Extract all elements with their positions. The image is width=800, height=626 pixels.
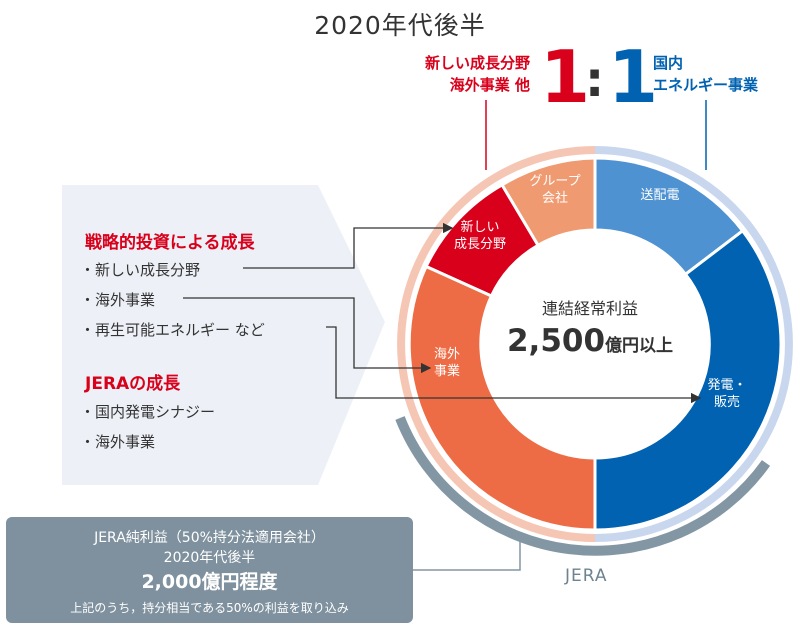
net-profit-period: 2020年代後半 bbox=[163, 550, 256, 566]
new-business-label: 新しい成長分野 海外事業 他 bbox=[425, 52, 530, 96]
segment-label-new-growth-line-1: 新しい bbox=[460, 220, 500, 235]
jera-ring-label: JERA bbox=[565, 566, 608, 586]
segment-label-generation-line-2: 販売 bbox=[713, 395, 740, 410]
jera-growth-heading: JERAの成長 bbox=[85, 374, 181, 394]
connector-new-growth bbox=[243, 222, 454, 269]
ratio-colon: : bbox=[585, 52, 605, 108]
domestic-energy-label: 国内 エネルギー事業 bbox=[653, 52, 758, 96]
domestic-line-1: 国内 bbox=[653, 54, 684, 72]
segment-label-transmission-line-1: 送配電 bbox=[640, 188, 680, 203]
item-jera-overseas: ・海外事業 bbox=[80, 433, 156, 451]
segment-label-transmission: 送配電 bbox=[620, 187, 700, 204]
outer-ring-new-business bbox=[397, 146, 596, 542]
segment-label-group: グループ 会社 bbox=[520, 173, 590, 207]
consolidated-profit-title: 連結経常利益 bbox=[541, 299, 638, 318]
segment-label-overseas-line-2: 事業 bbox=[433, 364, 460, 379]
consolidated-profit-value: 2,500億円以上 bbox=[470, 323, 710, 359]
ratio-left: 1 bbox=[540, 35, 591, 119]
donut-segment-new-growth bbox=[424, 182, 541, 298]
segment-label-new-growth-line-2: 成長分野 bbox=[453, 237, 506, 252]
consolidated-profit-unit: 億円以上 bbox=[605, 336, 674, 356]
segment-label-new-growth: 新しい 成長分野 bbox=[440, 219, 520, 253]
connector-overseas bbox=[183, 297, 432, 374]
donut-segment-overseas bbox=[407, 264, 597, 532]
segment-label-group-line-1: グループ bbox=[529, 174, 581, 189]
new-business-line-2: 海外事業 他 bbox=[449, 76, 530, 94]
strategic-investment-heading: 戦略的投資による成長 bbox=[85, 233, 255, 253]
consolidated-profit-number: 2,500 bbox=[506, 323, 606, 359]
item-renewable-energy: ・再生可能エネルギー など bbox=[80, 321, 265, 339]
strategy-panel-background bbox=[62, 185, 385, 485]
domestic-line-2: エネルギー事業 bbox=[653, 76, 759, 94]
ratio-right: 1 bbox=[608, 35, 659, 119]
segment-label-group-line-2: 会社 bbox=[541, 191, 568, 206]
era-title: 2020年代後半 bbox=[314, 11, 486, 40]
segment-label-generation: 発電・ 販売 bbox=[692, 377, 762, 411]
connector-net-profit bbox=[413, 540, 521, 571]
segment-label-overseas: 海外 事業 bbox=[412, 346, 482, 380]
segment-label-generation-line-1: 発電・ bbox=[707, 378, 747, 393]
connector-renewable bbox=[326, 326, 702, 404]
item-overseas-business: ・海外事業 bbox=[80, 291, 156, 309]
outer-ring-domestic bbox=[594, 146, 793, 542]
jera-net-profit-box: JERA純利益（50%持分法適用会社） 2020年代後半 2,000億円程度 上… bbox=[6, 517, 413, 623]
net-profit-title: JERA純利益（50%持分法適用会社） bbox=[94, 530, 325, 546]
net-profit-value: 2,000億円程度 bbox=[141, 571, 278, 593]
net-profit-note: 上記のうち，持分相当である50%の利益を取り込み bbox=[70, 601, 349, 615]
jera-ring-arc bbox=[395, 416, 771, 556]
new-business-line-1: 新しい成長分野 bbox=[424, 54, 530, 72]
donut-segment-generation bbox=[593, 228, 783, 532]
segment-label-overseas-line-1: 海外 bbox=[433, 347, 460, 362]
item-new-growth-field: ・新しい成長分野 bbox=[80, 261, 201, 279]
item-domestic-synergy: ・国内発電シナジー bbox=[80, 403, 216, 421]
